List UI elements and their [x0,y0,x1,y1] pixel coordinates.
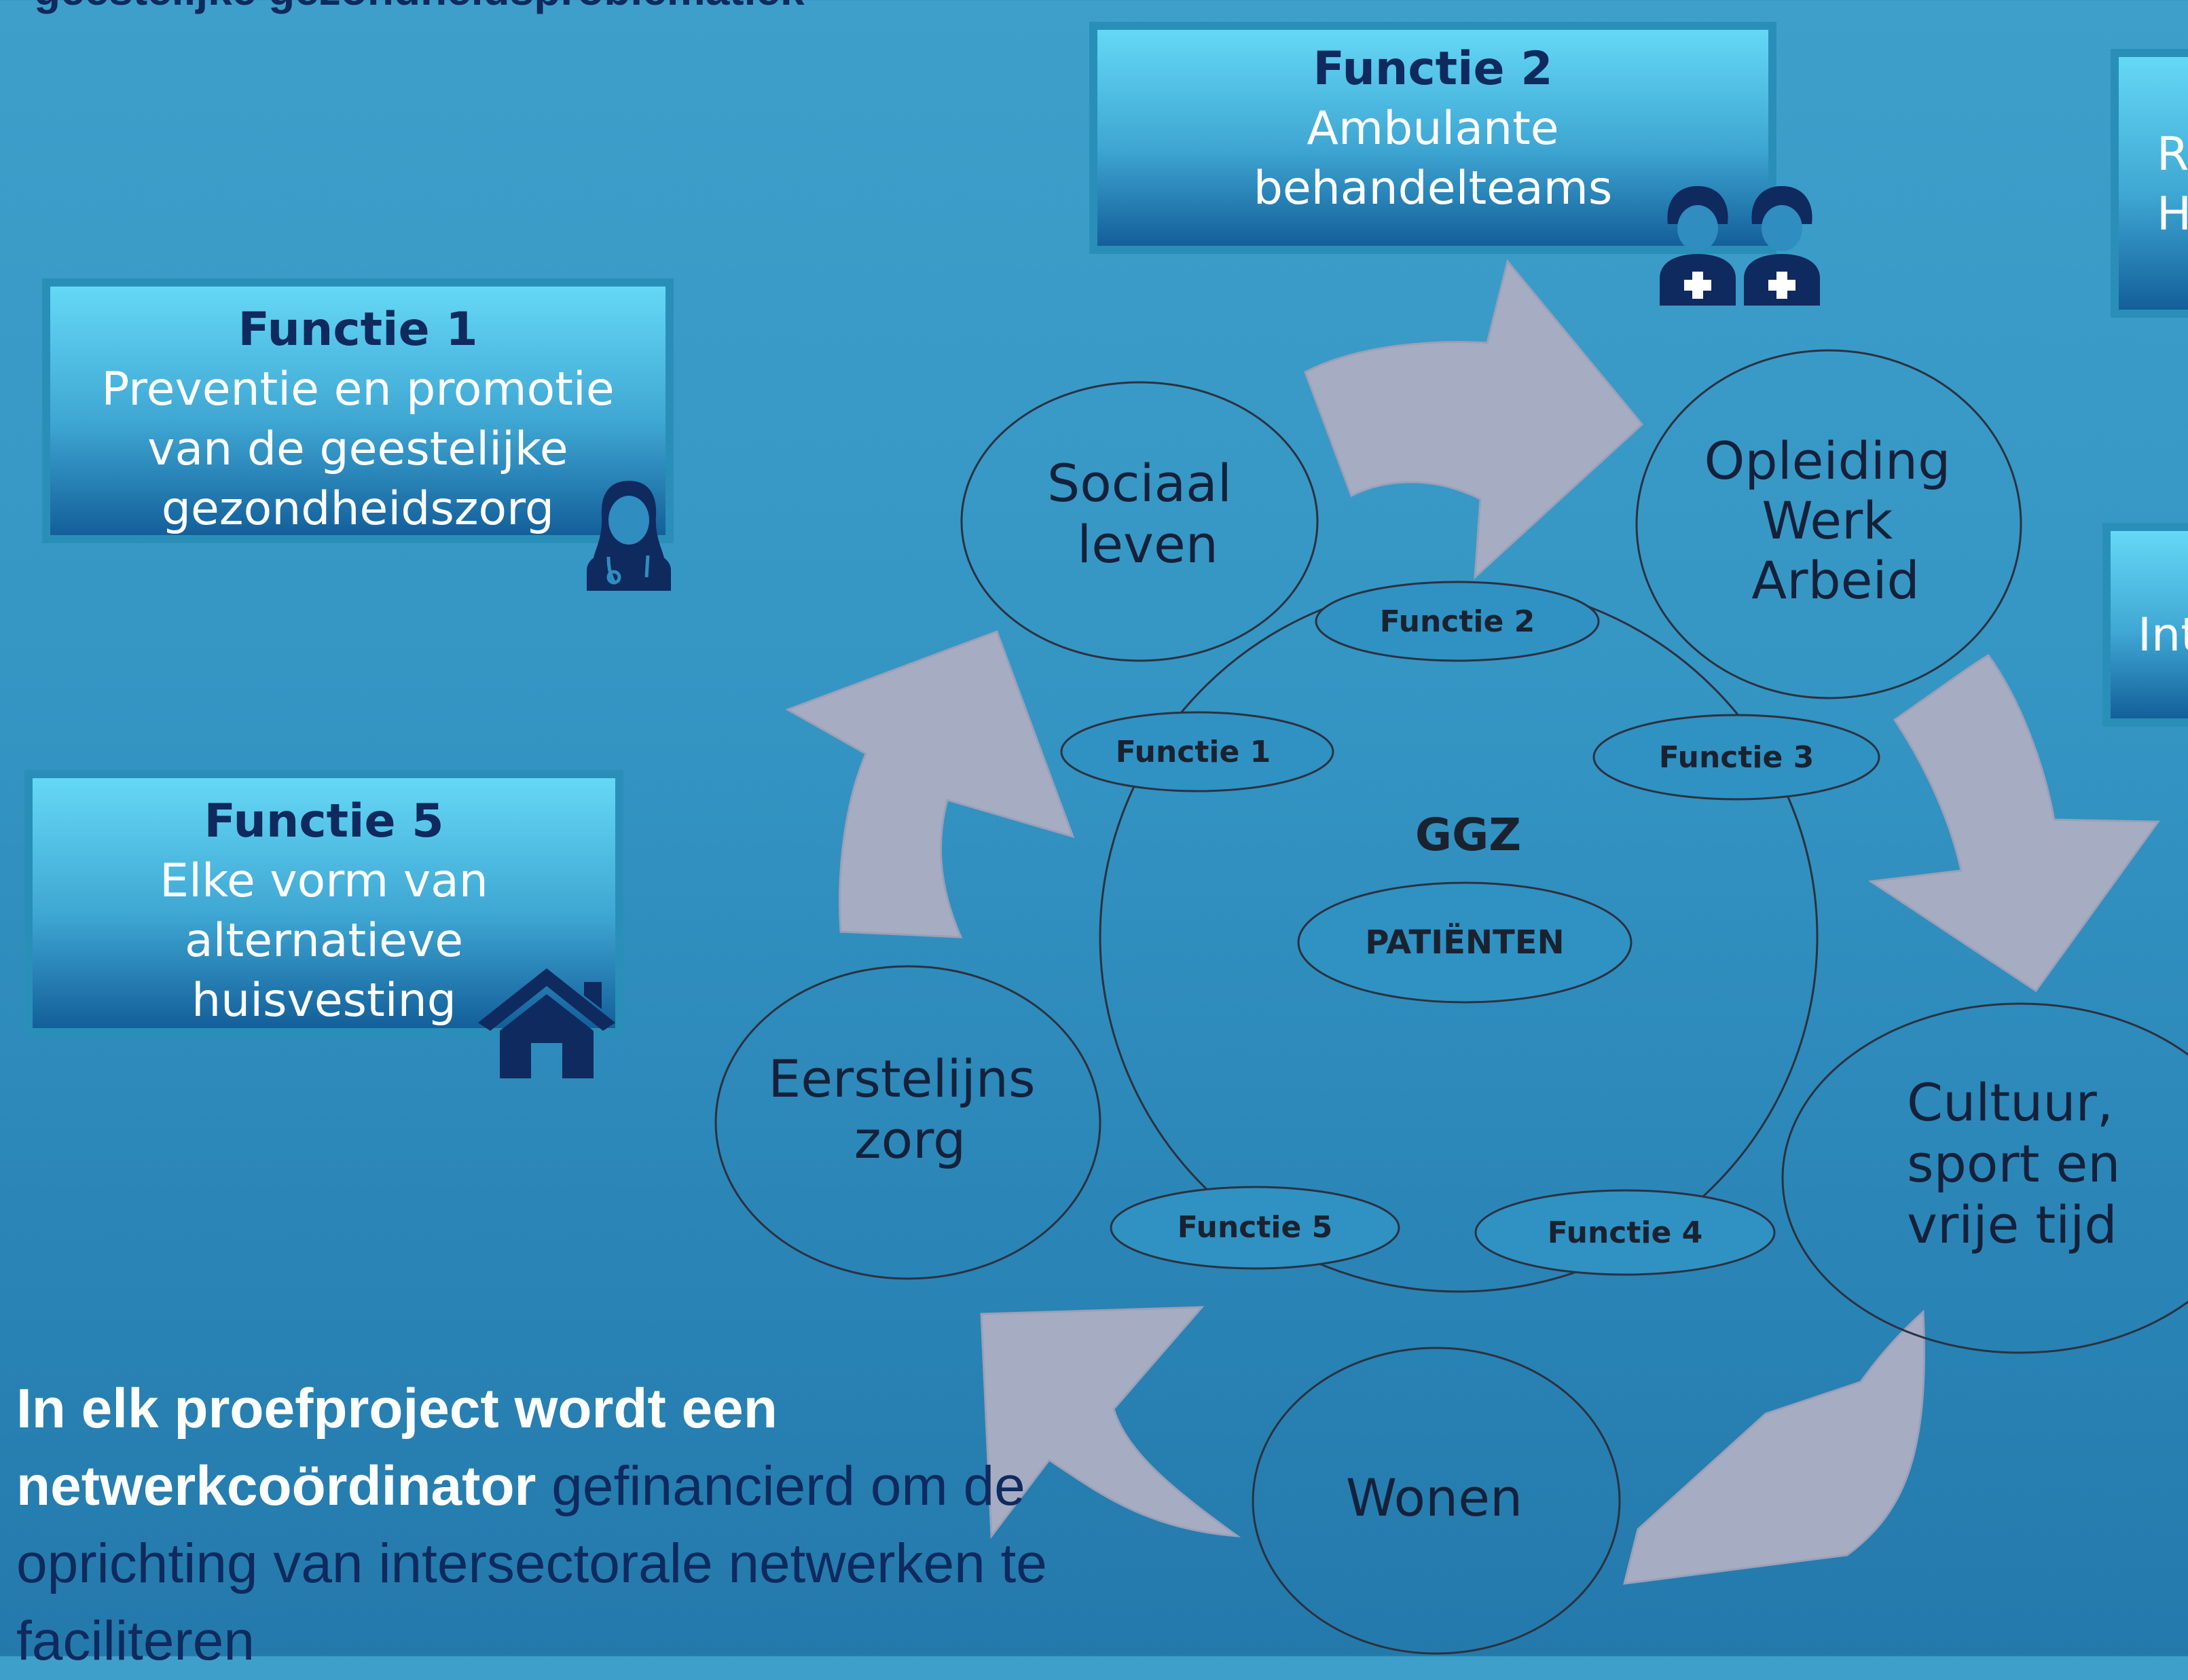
label-functie-1: Functie 1 [1116,735,1271,769]
node-functie-4 [1474,1189,1776,1276]
functie-4-box-partial: Int [2102,523,2188,727]
arrow-wonen-to-eerstelijns [980,1306,1241,1539]
arrow-sociaal-to-opleiding [1304,259,1644,580]
node-functie-5 [1110,1186,1400,1270]
label-functie-2: Functie 2 [1380,604,1535,639]
functie-2-description: Ambulante behandelteams [1253,102,1613,215]
label-sociaal-leven: Sociaal leven [1047,453,1248,574]
label-eerstelijns-zorg: Eerstelijns zorg [768,1048,1051,1170]
node-functie-1 [1060,711,1334,792]
label-ggz: GGZ [1415,809,1521,861]
node-functie-2 [1315,581,1600,662]
label-wonen: Wonen [1346,1467,1523,1528]
house-icon [478,968,615,1078]
functie-1-description: Preventie en promotie van de geestelijke… [101,363,615,536]
functie-5-title: Functie 5 [204,795,444,848]
functie-3-description-partial: Ri H [2157,128,2188,241]
arrow-opleiding-to-cultuur [1867,654,2160,993]
functie-1-box: Functie 1 Preventie en promotie van de g… [42,278,674,543]
functie-4-description-partial: Int [2138,608,2188,662]
node-patienten [1297,881,1633,1004]
netwerkcoordinator-lead: In elk proefproject wordt een netwerkcoö… [16,1378,778,1517]
functie-2-box: Functie 2 Ambulante behandelteams [1089,22,1776,254]
arrow-cultuur-to-wonen [1623,1309,1925,1585]
functie-2-title: Functie 2 [1313,42,1553,96]
nurses-icon [1660,186,1820,306]
label-functie-3: Functie 3 [1659,740,1815,775]
label-patienten: PATIËNTEN [1365,923,1564,962]
functie-5-description: Elke vorm van alternatieve huisvesting [160,854,488,1027]
circle-opleiding-werk-arbeid [1635,349,2022,699]
label-cultuur-sport-vrije-tijd: Cultuur, sport en vrije tijd [1907,1072,2137,1255]
circle-eerstelijns-zorg [714,965,1101,1280]
label-functie-4: Functie 4 [1548,1216,1703,1250]
circle-sociaal-leven [960,381,1319,662]
netwerkcoordinator-rest: gefinancierd om de oprichting van inters… [16,1455,1047,1672]
functie-3-box-partial: Ri H [2111,49,2188,318]
circle-cultuur-sport [1781,1002,2188,1354]
arrow-eerstelijns-to-sociaal [785,630,1075,938]
page-title: geestelijke gezondheidsproblematiek [34,0,805,15]
functie-1-title: Functie 1 [238,303,478,357]
label-opleiding-werk-arbeid: Opleiding Werk Arbeid [1704,431,1967,610]
doctor-icon [587,481,671,591]
label-functie-5: Functie 5 [1178,1210,1333,1245]
netwerkcoordinator-note: In elk proefproject wordt een netwerkcoö… [16,1370,1049,1680]
circle-wonen [1252,1347,1621,1655]
node-functie-3 [1592,714,1880,801]
